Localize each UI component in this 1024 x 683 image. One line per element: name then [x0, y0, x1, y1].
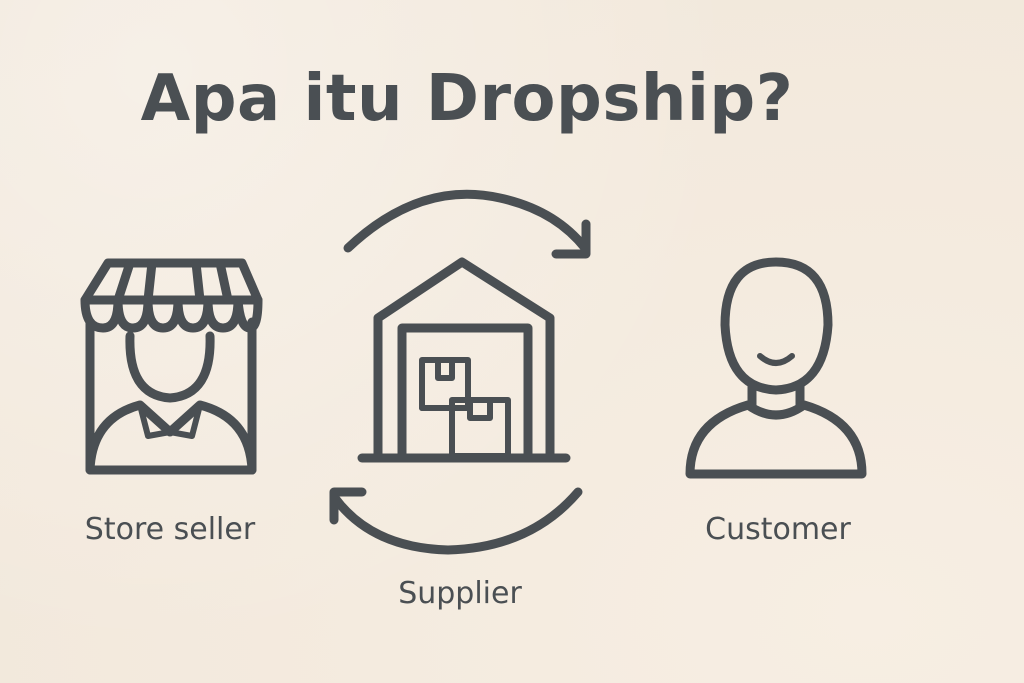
warehouse-icon: [357, 257, 571, 463]
store-seller-icon: [80, 258, 263, 475]
supplier-label: Supplier: [398, 576, 522, 611]
store-seller-label: Store seller: [84, 512, 256, 547]
cycle-arrow-bottom: [329, 487, 583, 555]
customer-label: Customer: [705, 512, 851, 547]
cycle-arrow-top: [343, 189, 591, 259]
page-title: Apa itu Dropship?: [140, 62, 794, 136]
customer-icon: [685, 257, 867, 479]
